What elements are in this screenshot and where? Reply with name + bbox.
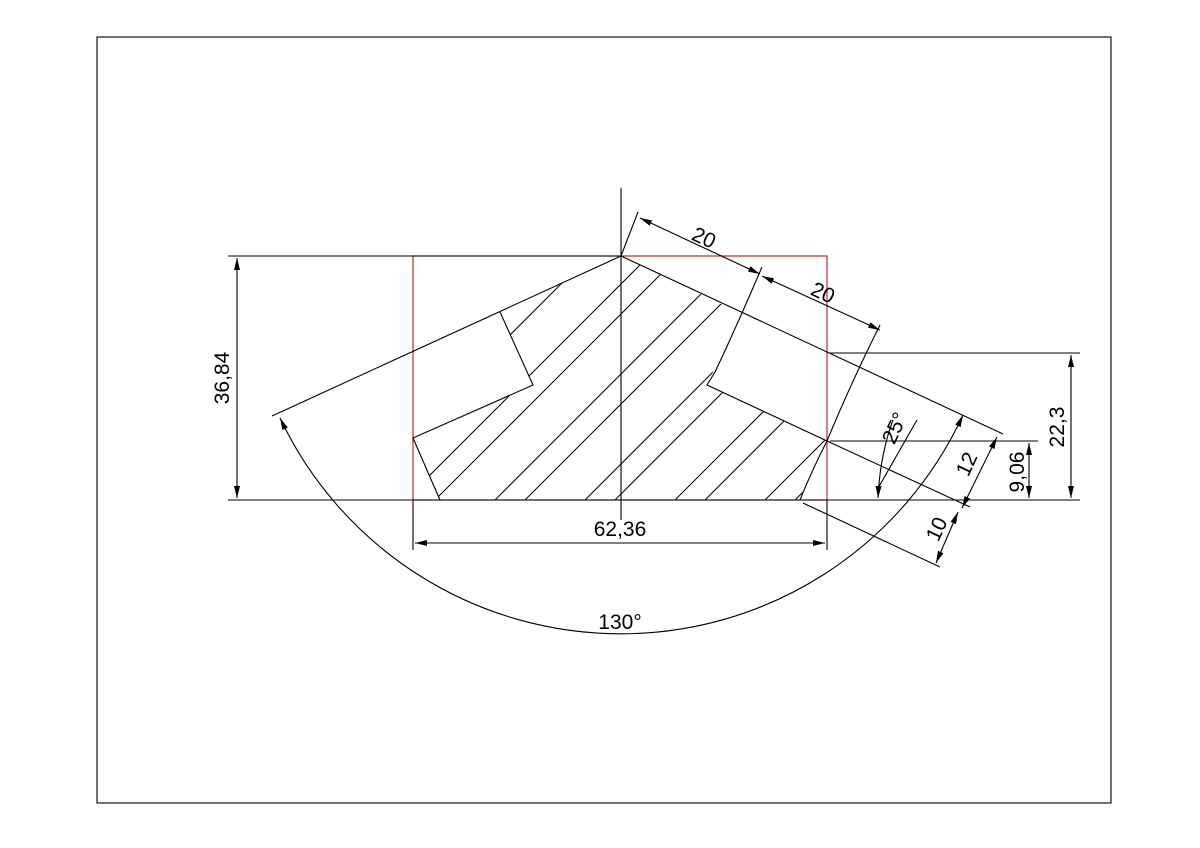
outer-arc — [826, 324, 881, 442]
dimension-lines — [234, 217, 1074, 635]
part-outline — [228, 188, 1080, 568]
dim-offset: 10 — [922, 514, 953, 545]
hatch-line — [594, 256, 827, 500]
angle-ref-line — [876, 419, 918, 491]
root-curve — [799, 440, 828, 501]
right-tooth-profile — [706, 266, 971, 508]
sheet-frame — [96, 36, 1112, 804]
angle-arc-130 — [279, 414, 964, 635]
dim-height-right: 22,3 — [1046, 407, 1069, 448]
hatch-line — [564, 256, 827, 500]
left-tooth-profile — [412, 311, 534, 501]
hatch-line — [654, 256, 827, 500]
dim-face-width-1: 20 — [688, 223, 719, 254]
hatch-line — [474, 256, 756, 500]
cone-outer-edge — [271, 255, 1004, 435]
hatch-line — [504, 256, 786, 500]
hatch-line — [414, 256, 696, 500]
bounding-box — [412, 255, 828, 501]
dim-width-total: 62,36 — [594, 518, 647, 541]
offset-line — [802, 502, 941, 568]
dim-height-total: 36,84 — [211, 351, 234, 404]
hatch-line — [744, 256, 827, 500]
section-hatching — [413, 256, 827, 500]
dim-face-width-2: 20 — [807, 278, 838, 309]
dim-height-small: 9,06 — [1006, 452, 1029, 493]
hatch-line — [413, 256, 666, 500]
dim-cone-angle: 130° — [598, 611, 641, 634]
dim-tooth-angle: 25° — [878, 409, 912, 448]
dimension-labels: 36,84 62,36 130° 20 20 22,3 9,06 12 10 2… — [211, 223, 1069, 634]
